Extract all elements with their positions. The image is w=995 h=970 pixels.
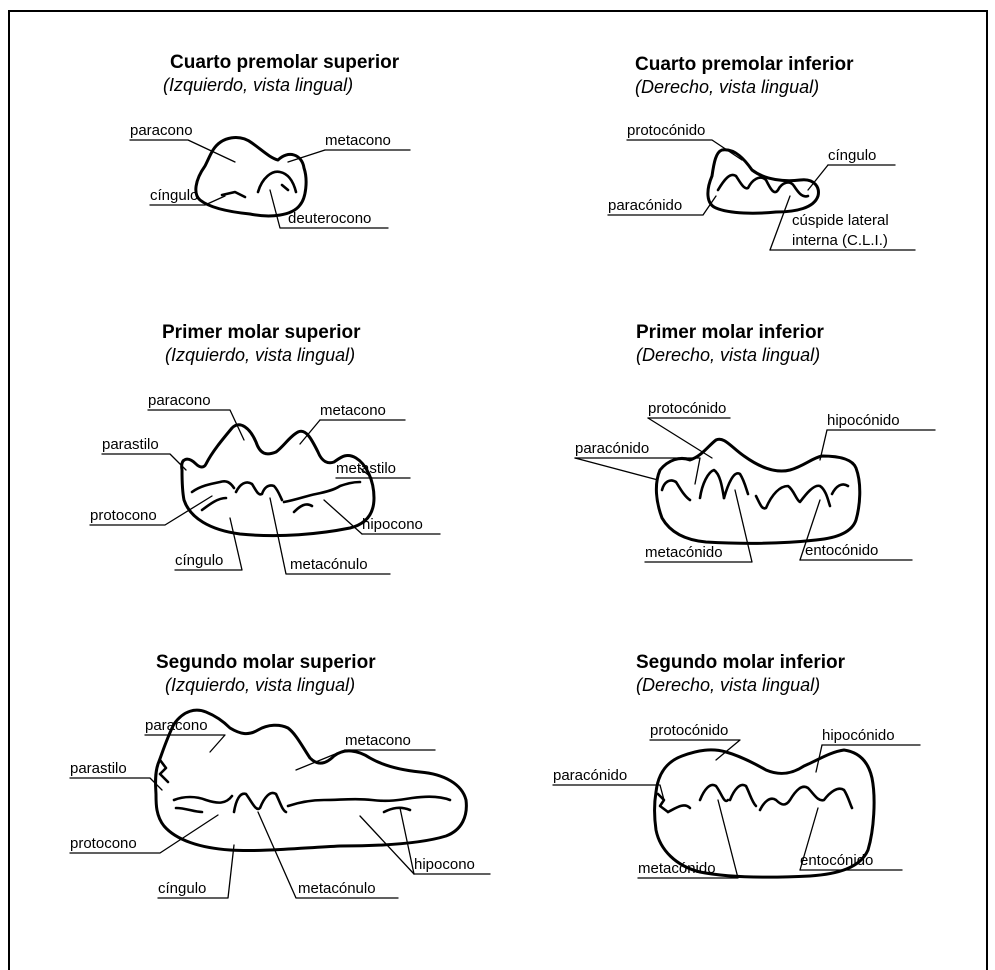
panel-2-subtitle: (Derecho, vista lingual) (635, 76, 819, 98)
label-cuspide-lateral: cúspide lateral (792, 212, 889, 229)
panel-1-title: Cuarto premolar superior (170, 52, 399, 74)
label-metaconido: metacónido (645, 544, 723, 561)
label-paracono: paracono (130, 122, 193, 139)
label-metaconulo: metacónulo (290, 556, 368, 573)
panel-5-title: Segundo molar superior (156, 652, 376, 674)
label-metacono: metacono (345, 732, 411, 749)
panel-4-title: Primer molar inferior (636, 322, 824, 344)
tooth-drawings (0, 0, 995, 939)
panel-3-subtitle: (Izquierdo, vista lingual) (165, 344, 355, 366)
panel-6-subtitle: (Derecho, vista lingual) (636, 674, 820, 696)
label-cingulo: cíngulo (175, 552, 223, 569)
label-metaconido: metacónido (638, 860, 716, 877)
label-protocono: protocono (90, 507, 157, 524)
label-parastilo: parastilo (70, 760, 127, 777)
label-metastilo: metastilo (336, 460, 396, 477)
label-entoconido: entocónido (805, 542, 878, 559)
panel-3-title: Primer molar superior (162, 322, 361, 344)
label-hipocono: hipocono (414, 856, 475, 873)
tooth-upper-m1 (90, 410, 440, 574)
panel-2-title: Cuarto premolar inferior (635, 54, 854, 76)
label-hipocono: hipocono (362, 516, 423, 533)
label-paraconido: paracónido (608, 197, 682, 214)
label-metacono: metacono (325, 132, 391, 149)
label-cingulo: cíngulo (158, 880, 206, 897)
panel-6-title: Segundo molar inferior (636, 652, 845, 674)
panel-1-subtitle: (Izquierdo, vista lingual) (163, 74, 353, 96)
label-paraconido: paracónido (575, 440, 649, 457)
label-paracono: paracono (145, 717, 208, 734)
label-protocono: protocono (70, 835, 137, 852)
label-interna-cli: interna (C.L.I.) (792, 232, 888, 249)
panel-4-subtitle: (Derecho, vista lingual) (636, 344, 820, 366)
label-protoconido: protocónido (648, 400, 726, 417)
label-entoconido: entocónido (800, 852, 873, 869)
label-paraconido: paracónido (553, 767, 627, 784)
label-paracono: paracono (148, 392, 211, 409)
label-metacono: metacono (320, 402, 386, 419)
label-parastilo: parastilo (102, 436, 159, 453)
panel-5-subtitle: (Izquierdo, vista lingual) (165, 674, 355, 696)
label-hipoconido: hipocónido (827, 412, 900, 429)
label-cingulo: cíngulo (150, 187, 198, 204)
label-protoconido: protocónido (650, 722, 728, 739)
label-metaconulo: metacónulo (298, 880, 376, 897)
label-protoconido: protocónido (627, 122, 705, 139)
label-hipoconido: hipocónido (822, 727, 895, 744)
label-cingulo: cíngulo (828, 147, 876, 164)
label-deuterocono: deuterocono (288, 210, 371, 227)
